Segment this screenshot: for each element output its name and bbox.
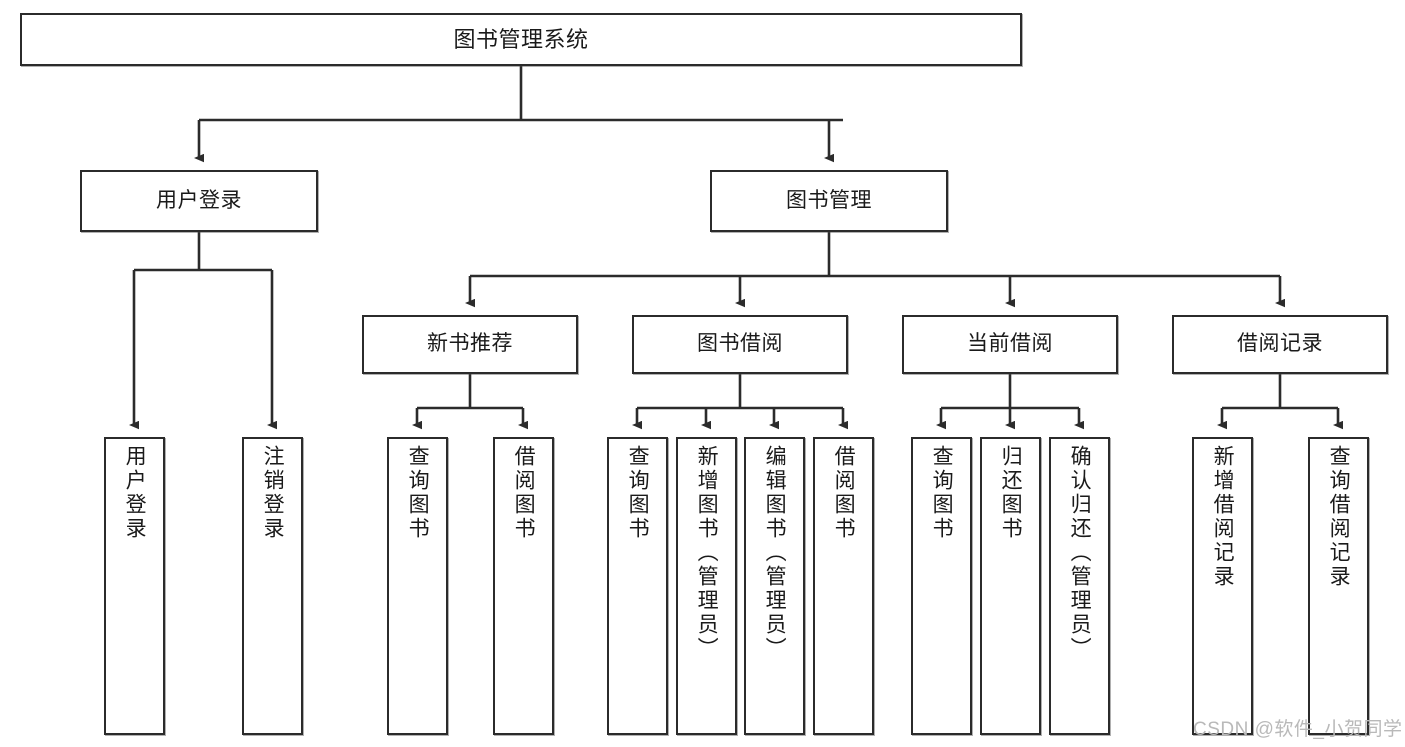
node-leaf-query-book-recommend[interactable]: 查询图书 — [387, 437, 448, 735]
node-label: 编辑图书（管理员） — [763, 445, 787, 661]
node-new-book-recommend[interactable]: 新书推荐 — [362, 315, 578, 374]
node-label: 确认归还（管理员） — [1068, 445, 1092, 661]
node-label: 用户登录 — [156, 188, 242, 212]
node-label: 用户登录 — [123, 445, 147, 541]
node-label: 新增借阅记录 — [1211, 445, 1235, 589]
node-book-management[interactable]: 图书管理 — [710, 170, 948, 232]
node-label: 图书管理 — [786, 188, 872, 212]
node-borrow-record[interactable]: 借阅记录 — [1172, 315, 1388, 374]
node-label: 查询图书 — [626, 445, 650, 541]
node-label: 归还图书 — [999, 445, 1023, 541]
node-label: 图书管理系统 — [453, 26, 589, 52]
node-label: 查询图书 — [930, 445, 954, 541]
node-leaf-user-logout[interactable]: 注销登录 — [242, 437, 303, 735]
node-label: 新书推荐 — [427, 332, 513, 356]
node-leaf-user-login[interactable]: 用户登录 — [104, 437, 165, 735]
node-label: 查询借阅记录 — [1327, 445, 1351, 589]
node-leaf-query-book-current[interactable]: 查询图书 — [911, 437, 972, 735]
node-leaf-borrow-book-recommend[interactable]: 借阅图书 — [493, 437, 554, 735]
node-leaf-add-borrow-record[interactable]: 新增借阅记录 — [1192, 437, 1253, 735]
node-label: 当前借阅 — [967, 332, 1053, 356]
node-leaf-edit-book[interactable]: 编辑图书（管理员） — [744, 437, 805, 735]
node-label: 图书借阅 — [697, 332, 783, 356]
node-current-borrow[interactable]: 当前借阅 — [902, 315, 1118, 374]
node-label: 借阅图书 — [832, 445, 856, 541]
node-label: 查询图书 — [406, 445, 430, 541]
node-leaf-confirm-return[interactable]: 确认归还（管理员） — [1049, 437, 1110, 735]
node-user-login[interactable]: 用户登录 — [80, 170, 318, 232]
node-leaf-query-book-borrow[interactable]: 查询图书 — [607, 437, 668, 735]
node-leaf-query-borrow-record[interactable]: 查询借阅记录 — [1308, 437, 1369, 735]
node-label: 注销登录 — [261, 445, 285, 541]
node-leaf-return-book[interactable]: 归还图书 — [980, 437, 1041, 735]
node-root-book-management-system[interactable]: 图书管理系统 — [20, 13, 1022, 66]
node-leaf-borrow-book[interactable]: 借阅图书 — [813, 437, 874, 735]
csdn-watermark: CSDN @软件_小贺同学 — [1193, 719, 1403, 740]
node-label: 借阅图书 — [512, 445, 536, 541]
node-book-borrow[interactable]: 图书借阅 — [632, 315, 848, 374]
node-leaf-add-book[interactable]: 新增图书（管理员） — [676, 437, 737, 735]
node-label: 借阅记录 — [1237, 332, 1323, 356]
node-label: 新增图书（管理员） — [695, 445, 719, 661]
